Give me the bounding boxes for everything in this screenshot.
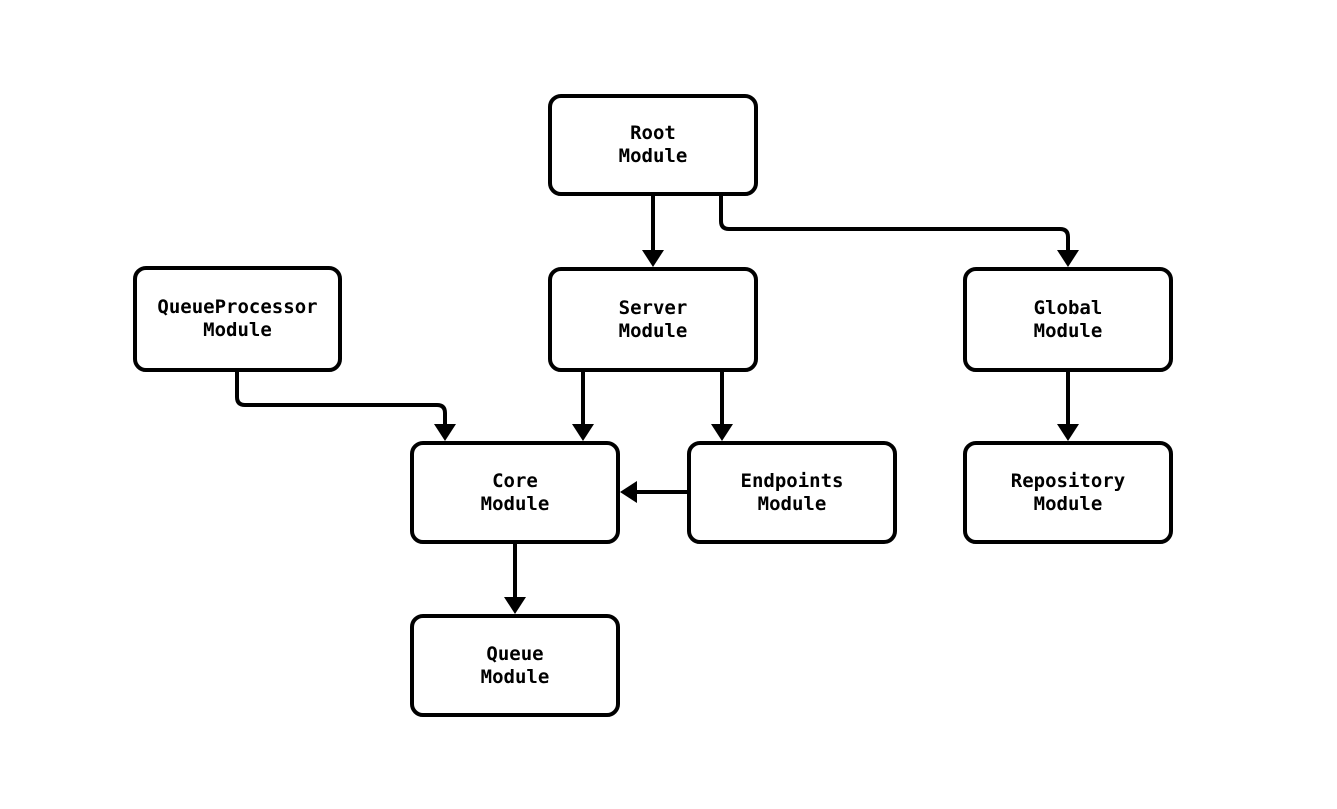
arrowhead-icon [434,424,456,441]
node-label-secondary: Module [618,145,688,167]
node-label-primary: Queue [486,642,544,665]
arrowhead-icon [572,424,594,441]
node-label-primary: Endpoints [740,469,844,492]
arrowhead-icon [711,424,733,441]
arrowhead-icon [1057,424,1079,441]
node-label-secondary: Module [757,492,827,515]
node-label-primary: Global [1033,296,1103,319]
node-label-secondary: Module [203,319,272,341]
node-label-secondary: Module [618,319,688,342]
node-label-primary: QueueProcessor [157,296,318,318]
edge-root-to-global [719,196,1070,259]
node-label-secondary: Module [1033,319,1103,342]
arrowhead-icon [620,481,637,503]
node-label-primary: Server [618,296,688,319]
node-label-primary: Repository [1010,469,1126,492]
node-label-secondary: Module [480,492,550,515]
node-label-primary: Root [630,122,676,144]
arrowhead-icon [1057,250,1079,267]
arrowhead-icon [504,597,526,614]
node-label-primary: Core [492,469,538,492]
arrowhead-icon [642,250,664,267]
node-label-secondary: Module [480,665,550,688]
edge-queueprocessor-to-core [235,372,447,433]
node-label-secondary: Module [1033,492,1103,515]
